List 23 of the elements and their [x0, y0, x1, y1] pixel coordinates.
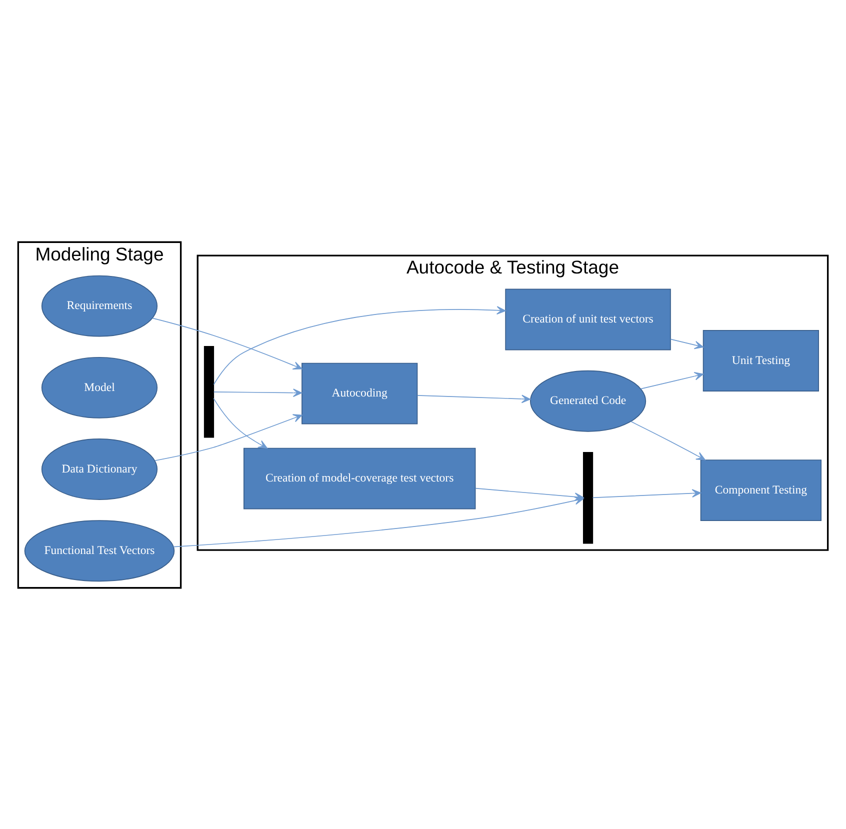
arrow	[152, 317, 302, 370]
arrow	[213, 306, 506, 384]
node-bar	[582, 452, 594, 544]
arrow	[213, 398, 268, 448]
node-ellipse: Generated Code	[530, 370, 646, 432]
arrow	[592, 488, 702, 498]
node-box: Component Testing	[700, 459, 822, 521]
arrow	[213, 388, 302, 396]
arrow	[416, 394, 531, 403]
arrow	[154, 414, 302, 461]
node-bar	[204, 346, 214, 438]
arrow	[475, 487, 584, 501]
node-ellipse: Model	[41, 356, 158, 418]
node-ellipse: Functional Test Vectors	[24, 520, 175, 582]
node-ellipse: Data Dictionary	[41, 438, 158, 500]
arrow	[630, 420, 706, 460]
node-box: Unit Testing	[702, 330, 819, 391]
node-box: Creation of unit test vectors	[505, 288, 671, 350]
arrow	[640, 371, 704, 389]
arrow	[670, 338, 704, 349]
node-ellipse: Requirements	[41, 274, 158, 336]
node-box: Creation of model-coverage test vectors	[244, 447, 476, 509]
node-box: Autocoding	[302, 362, 418, 424]
